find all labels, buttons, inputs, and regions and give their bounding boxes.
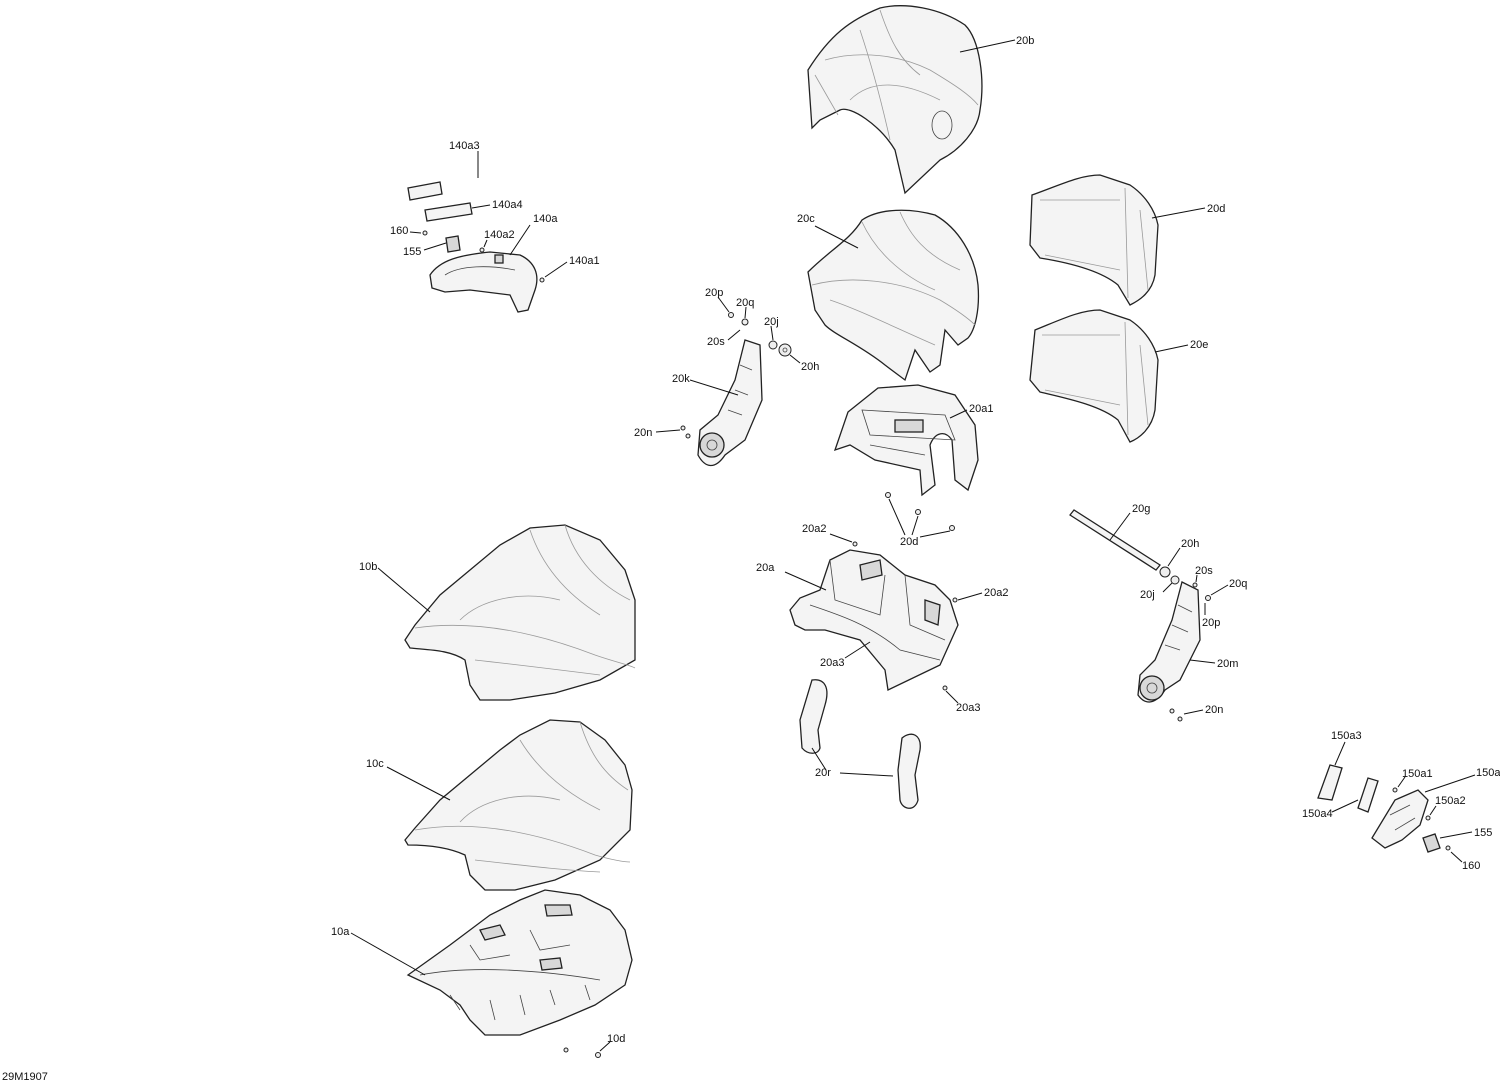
callout-20b: 20b bbox=[1016, 35, 1034, 47]
callout-20q-l: 20q bbox=[736, 297, 754, 309]
callout-20e: 20e bbox=[1190, 339, 1208, 351]
diagram-code: 29M1907 bbox=[2, 1071, 48, 1083]
callout-20s-l: 20s bbox=[707, 336, 725, 348]
callout-140a: 140a bbox=[533, 213, 558, 225]
part-20a1-frame bbox=[833, 384, 979, 497]
part-20d-backrest bbox=[1029, 174, 1159, 306]
callout-20g: 20g bbox=[1132, 503, 1150, 515]
callout-155-r: 155 bbox=[1474, 827, 1492, 839]
part-20g-rod bbox=[1069, 509, 1161, 571]
callout-20a3-a: 20a3 bbox=[820, 657, 844, 669]
part-140a-handle-group bbox=[407, 181, 538, 313]
callout-20s-r: 20s bbox=[1195, 565, 1213, 577]
callout-150a2: 150a2 bbox=[1435, 795, 1466, 807]
callout-10c: 10c bbox=[366, 758, 384, 770]
callout-140a1: 140a1 bbox=[569, 255, 600, 267]
callout-20d-top: 20d bbox=[1207, 203, 1225, 215]
callout-20r: 20r bbox=[815, 767, 831, 779]
callout-20d-mid: 20d bbox=[900, 536, 918, 548]
callout-20k: 20k bbox=[672, 373, 690, 385]
callout-20j-l: 20j bbox=[764, 316, 779, 328]
callout-150a: 150a bbox=[1476, 767, 1500, 779]
callout-20n-r: 20n bbox=[1205, 704, 1223, 716]
callout-20p-r: 20p bbox=[1202, 617, 1220, 629]
callout-155-l: 155 bbox=[403, 246, 421, 258]
callout-20n-l: 20n bbox=[634, 427, 652, 439]
callout-20j-r: 20j bbox=[1140, 589, 1155, 601]
part-10a-base bbox=[406, 889, 633, 1036]
part-10c-seat bbox=[404, 719, 633, 891]
part-20k-hinge-arm bbox=[697, 339, 763, 467]
callout-20a1: 20a1 bbox=[969, 403, 993, 415]
callout-20h-r: 20h bbox=[1181, 538, 1199, 550]
callout-20m: 20m bbox=[1217, 658, 1238, 670]
callout-10d: 10d bbox=[607, 1033, 625, 1045]
part-20a-seat-base bbox=[789, 549, 959, 691]
callout-140a3: 140a3 bbox=[449, 140, 480, 152]
part-20m-hinge-arm bbox=[1137, 581, 1201, 703]
callout-160-l: 160 bbox=[390, 225, 408, 237]
callout-20a3-b: 20a3 bbox=[956, 702, 980, 714]
callout-140a2: 140a2 bbox=[484, 229, 515, 241]
screws-20d bbox=[885, 492, 955, 531]
part-20e-backrest bbox=[1029, 309, 1159, 443]
callout-20a2-b: 20a2 bbox=[984, 587, 1008, 599]
callout-150a1: 150a1 bbox=[1402, 768, 1433, 780]
callout-150a3: 150a3 bbox=[1331, 730, 1362, 742]
callout-10a: 10a bbox=[331, 926, 350, 938]
callout-150a4: 150a4 bbox=[1302, 808, 1333, 820]
callout-20a2-a: 20a2 bbox=[802, 523, 826, 535]
callout-160-r: 160 bbox=[1462, 860, 1480, 872]
callout-140a4: 140a4 bbox=[492, 199, 523, 211]
part-20c-seat-cushion bbox=[807, 209, 980, 382]
callout-20p-l: 20p bbox=[705, 287, 723, 299]
callout-20h-l: 20h bbox=[801, 361, 819, 373]
part-20b-seat-cover bbox=[807, 5, 983, 195]
part-150a-handle-group bbox=[1317, 764, 1441, 853]
callout-20c: 20c bbox=[797, 213, 815, 225]
part-10b-seat bbox=[404, 524, 636, 701]
callout-20q-r: 20q bbox=[1229, 578, 1247, 590]
part-20r-pads bbox=[799, 679, 921, 809]
callout-20a: 20a bbox=[756, 562, 775, 574]
callout-10b: 10b bbox=[359, 561, 377, 573]
